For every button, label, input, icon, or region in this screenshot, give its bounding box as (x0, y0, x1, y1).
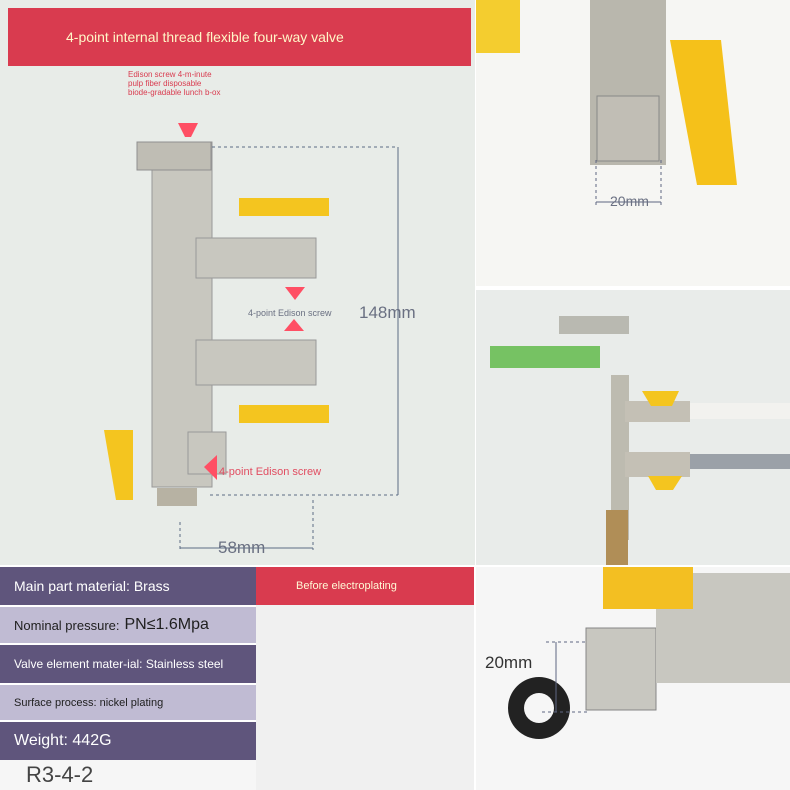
spec-pressure-value: PN≤1.6Mpa (124, 616, 209, 633)
spec-valve-element: Valve element mater-ial: Stainless steel (0, 645, 256, 683)
spec-separator (0, 643, 256, 645)
before-electroplating-title: Before electroplating (256, 567, 474, 605)
main-product-panel (0, 0, 475, 565)
model-code: R3-4-2 (26, 762, 94, 787)
thread-dimension-bottom-right: 20mm (485, 653, 533, 672)
spec-separator (0, 683, 256, 685)
main-title-bar: 4-point internal thread flexible four-wa… (8, 8, 471, 66)
height-dimension: 148mm (359, 303, 416, 322)
spec-surface: Surface process: nickel plating (0, 685, 256, 720)
spec-pressure-label: Nominal pressure: (14, 617, 120, 633)
width-dimension: 58mm (218, 538, 266, 557)
spec-separator (0, 720, 256, 722)
top-inlet-label: 4-point Edison screw (248, 308, 332, 318)
bottom-inlet-label: 4-point Edison screw (219, 466, 322, 478)
spec-weight: Weight: 442G (0, 722, 256, 760)
spec-separator (0, 605, 256, 607)
thread-dimension-top-right: 20mm (610, 193, 649, 209)
main-note: Edison screw 4-m-inute pulp fiber dispos… (128, 70, 221, 97)
spec-pressure-row: Nominal pressure: PN≤1.6Mpa (0, 607, 256, 643)
spec-material: Main part material: Brass (0, 567, 256, 605)
